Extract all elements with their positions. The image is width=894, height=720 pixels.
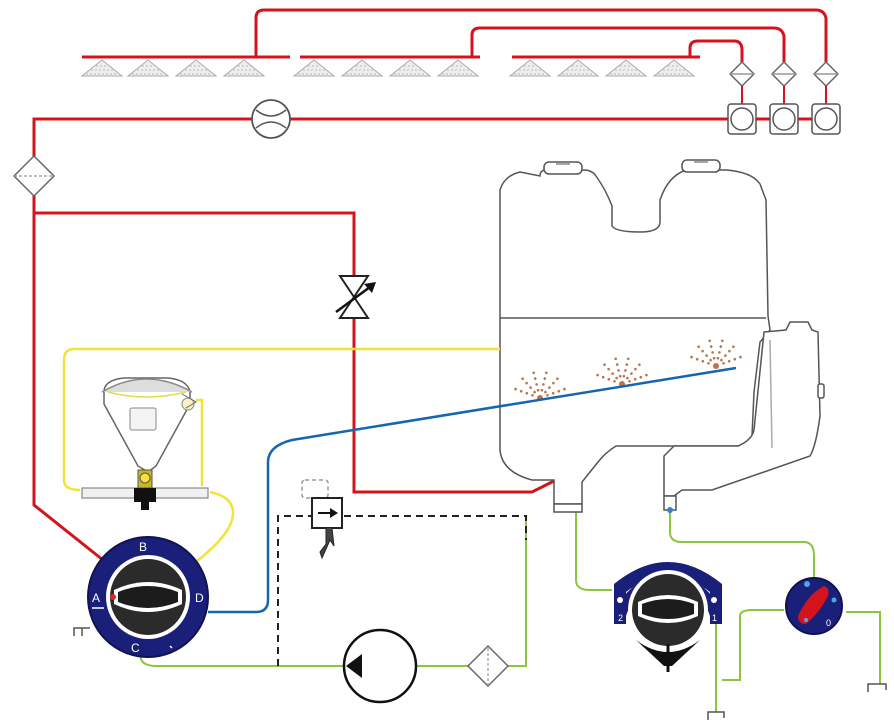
section-check-valves: [728, 60, 840, 88]
drain-icon: [73, 627, 90, 636]
section-valves: [727, 103, 841, 135]
hopper-icon: [81, 377, 209, 510]
valve-a-label-b: B: [139, 540, 147, 554]
nozzle-icon: [80, 59, 124, 77]
nozzle-icon: [340, 59, 384, 77]
pressure-filter-icon: [12, 154, 56, 198]
boom-feed-left: [254, 8, 828, 62]
valve-b-label-right: 1: [712, 613, 717, 623]
nozzle-icon: [174, 59, 218, 77]
rinse-nozzle-icon: [690, 339, 742, 369]
tank-lid-left: [543, 161, 583, 175]
tank-lid-right: [681, 159, 721, 173]
boom-sections: [82, 8, 828, 62]
rinse-nozzle-icon: [596, 357, 648, 387]
nozzle-icon: [604, 59, 648, 77]
return-lines: [139, 506, 881, 712]
valve-a-label-c: C: [131, 641, 140, 655]
nozzle-icon: [222, 59, 266, 77]
valve-a-label-d: D: [195, 591, 204, 605]
drain-icon: [707, 711, 725, 720]
valve-b-label-left: 2: [618, 613, 623, 623]
nozzle-icon: [652, 59, 696, 77]
drain-icon: [867, 683, 887, 692]
valve-a-label-a: A: [92, 591, 100, 605]
suction-filter-icon: [466, 644, 510, 688]
pump-icon: [342, 628, 418, 704]
drains: [553, 495, 887, 720]
return-selector-valve: 2 1: [614, 562, 722, 672]
hopper-line: [62, 347, 500, 570]
svg-text:0: 0: [826, 618, 831, 628]
main-selector-valve: B A D C: [73, 536, 209, 658]
tank-rinse-nozzles: [514, 339, 742, 401]
pressure-lines: [32, 117, 812, 574]
rinse-selector-valve: 0: [785, 577, 843, 635]
nozzle-icon: [436, 59, 480, 77]
adjustable-throttle-valve-icon: [335, 275, 376, 319]
boom-nozzles: [80, 59, 696, 77]
tank-icon: [499, 159, 825, 505]
nozzle-icon: [292, 59, 336, 77]
nozzle-icon: [388, 59, 432, 77]
flowmeter-icon: [251, 99, 291, 139]
control-lines: [277, 515, 527, 666]
solenoid-valve-icon: [301, 479, 343, 560]
boom-feed-middle: [470, 26, 786, 62]
rinse-line: [208, 366, 737, 614]
nozzle-icon: [126, 59, 170, 77]
nozzle-icon: [556, 59, 600, 77]
main-tank-body: [499, 169, 771, 505]
nozzle-icon: [508, 59, 552, 77]
boom-feed-right: [688, 39, 744, 62]
